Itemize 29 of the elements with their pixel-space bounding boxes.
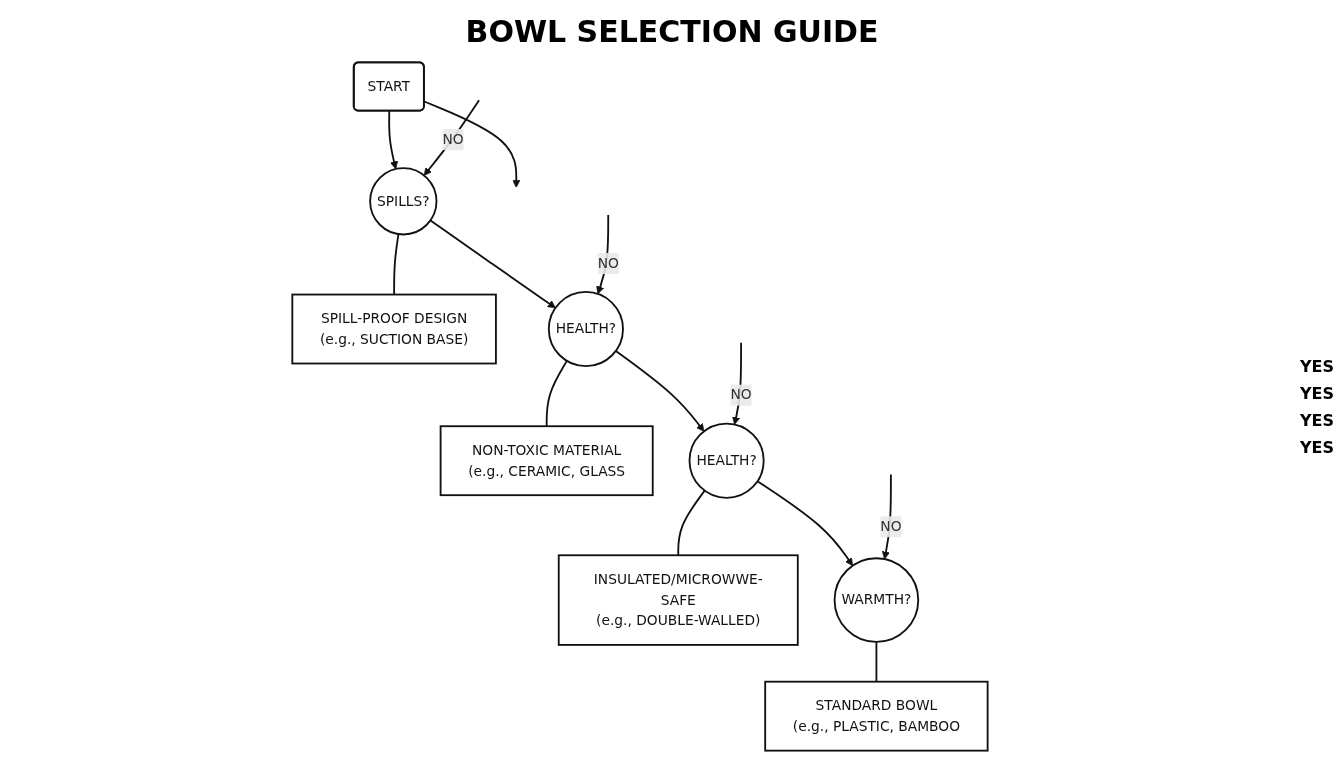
node-circle: HEALTH? (688, 422, 765, 499)
note-text: YES (1299, 356, 1334, 376)
arrow (614, 350, 705, 432)
node-box: STANDARD BOWL (e.g., PLASTIC, BAMBOO (764, 680, 989, 752)
connector (875, 641, 878, 683)
edge-label: NO (597, 254, 619, 272)
node-box: SPILL-PROOF DESIGN (e.g., SUCTION BASE) (291, 293, 497, 365)
connector (677, 489, 706, 557)
node-circle: HEALTH? (547, 291, 624, 368)
arrow (423, 100, 521, 188)
arrow (756, 480, 853, 566)
arrow (423, 99, 480, 176)
note-text: YES (1299, 437, 1334, 457)
edge-label: NO (442, 130, 464, 148)
arrow (388, 110, 399, 170)
node-box: INSULATED/MICROWWE-SAFE (e.g., DOUBLE-WALLED) (557, 554, 799, 646)
arrow (881, 473, 892, 560)
node-box: NON-TOXIC MATERIAL (e.g., CERAMIC, GLASS (439, 425, 654, 497)
connector (393, 233, 400, 296)
node-circle: WARMTH? (833, 557, 920, 643)
title: BOWL SELECTION GUIDE (465, 14, 879, 49)
connector (545, 359, 568, 428)
edge-label: NO (730, 386, 752, 403)
arrow (429, 219, 556, 309)
note-text: YES (1299, 383, 1334, 403)
note-text: YES (1299, 410, 1334, 430)
node-circle: SPILLS? (369, 167, 438, 236)
edge-label: NO (880, 518, 902, 535)
arrow (732, 341, 742, 425)
